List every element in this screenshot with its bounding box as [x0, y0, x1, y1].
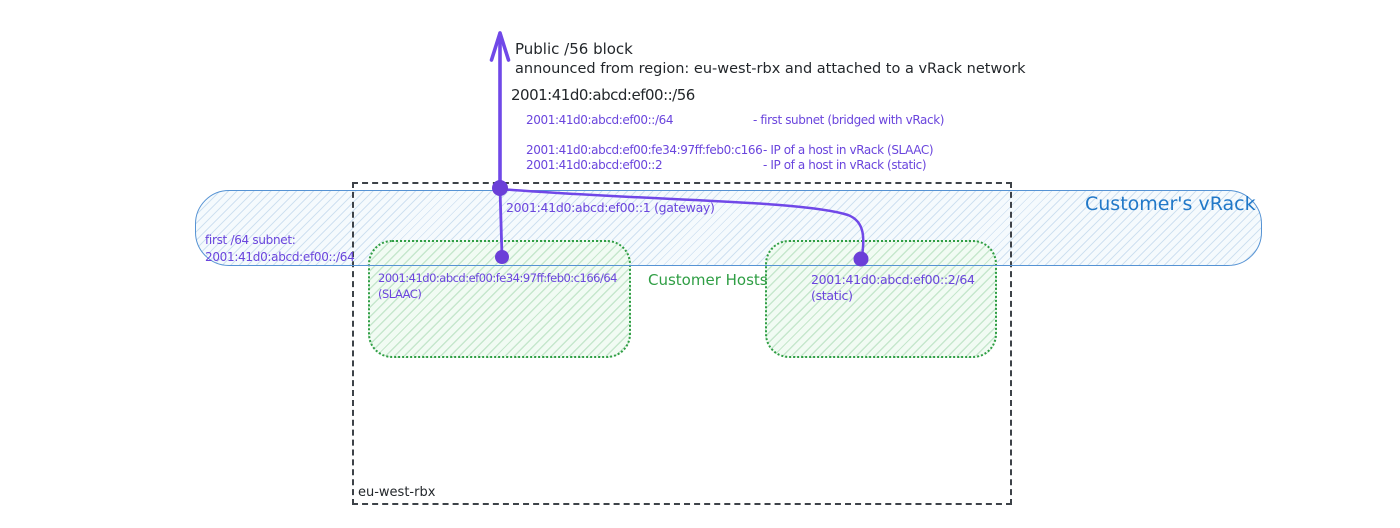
- host-box-static: [765, 240, 997, 358]
- static-host-type: (static): [811, 288, 853, 303]
- subnet-entry-note-3: - IP of a host in vRack (static): [763, 158, 927, 172]
- gateway-label: 2001:41d0:abcd:ef00::1 (gateway): [506, 200, 715, 215]
- public-block-title: Public /56 block: [515, 40, 633, 58]
- static-host-address: 2001:41d0:abcd:ef00::2/64: [811, 272, 975, 287]
- subnet-entry-address-2: 2001:41d0:abcd:ef00:fe34:97ff:feb0:c166: [526, 143, 763, 157]
- slaac-host-type: (SLAAC): [378, 287, 422, 301]
- slaac-host-text: 2001:41d0:abcd:ef00:fe34:97ff:feb0:c166/…: [378, 270, 617, 302]
- subnet-entry-note-2: - IP of a host in vRack (SLAAC): [763, 143, 934, 157]
- subnet-entry-note-1: - first subnet (bridged with vRack): [753, 113, 945, 127]
- vrack-label: Customer's vRack: [1085, 193, 1256, 215]
- first-subnet-label: first /64 subnet: 2001:41d0:abcd:ef00::/…: [205, 232, 355, 265]
- public-block-arrowhead: [489, 31, 511, 62]
- slaac-host-address: 2001:41d0:abcd:ef00:fe34:97ff:feb0:c166/…: [378, 271, 617, 285]
- first-subnet-label-line2: 2001:41d0:abcd:ef00::/64: [205, 249, 355, 264]
- static-host-text: 2001:41d0:abcd:ef00::2/64 (static): [811, 272, 975, 304]
- customer-hosts-label: Customer Hosts: [648, 271, 768, 289]
- subnet-entry-address-3: 2001:41d0:abcd:ef00::2: [526, 158, 663, 172]
- first-subnet-label-line1: first /64 subnet:: [205, 233, 296, 247]
- public-block-cidr: 2001:41d0:abcd:ef00::/56: [511, 86, 695, 104]
- region-label: eu-west-rbx: [358, 485, 436, 500]
- region-boundary: [352, 182, 1012, 505]
- public-block-subtitle: announced from region: eu-west-rbx and a…: [515, 61, 1026, 77]
- subnet-entry-address-1: 2001:41d0:abcd:ef00::/64: [526, 113, 674, 127]
